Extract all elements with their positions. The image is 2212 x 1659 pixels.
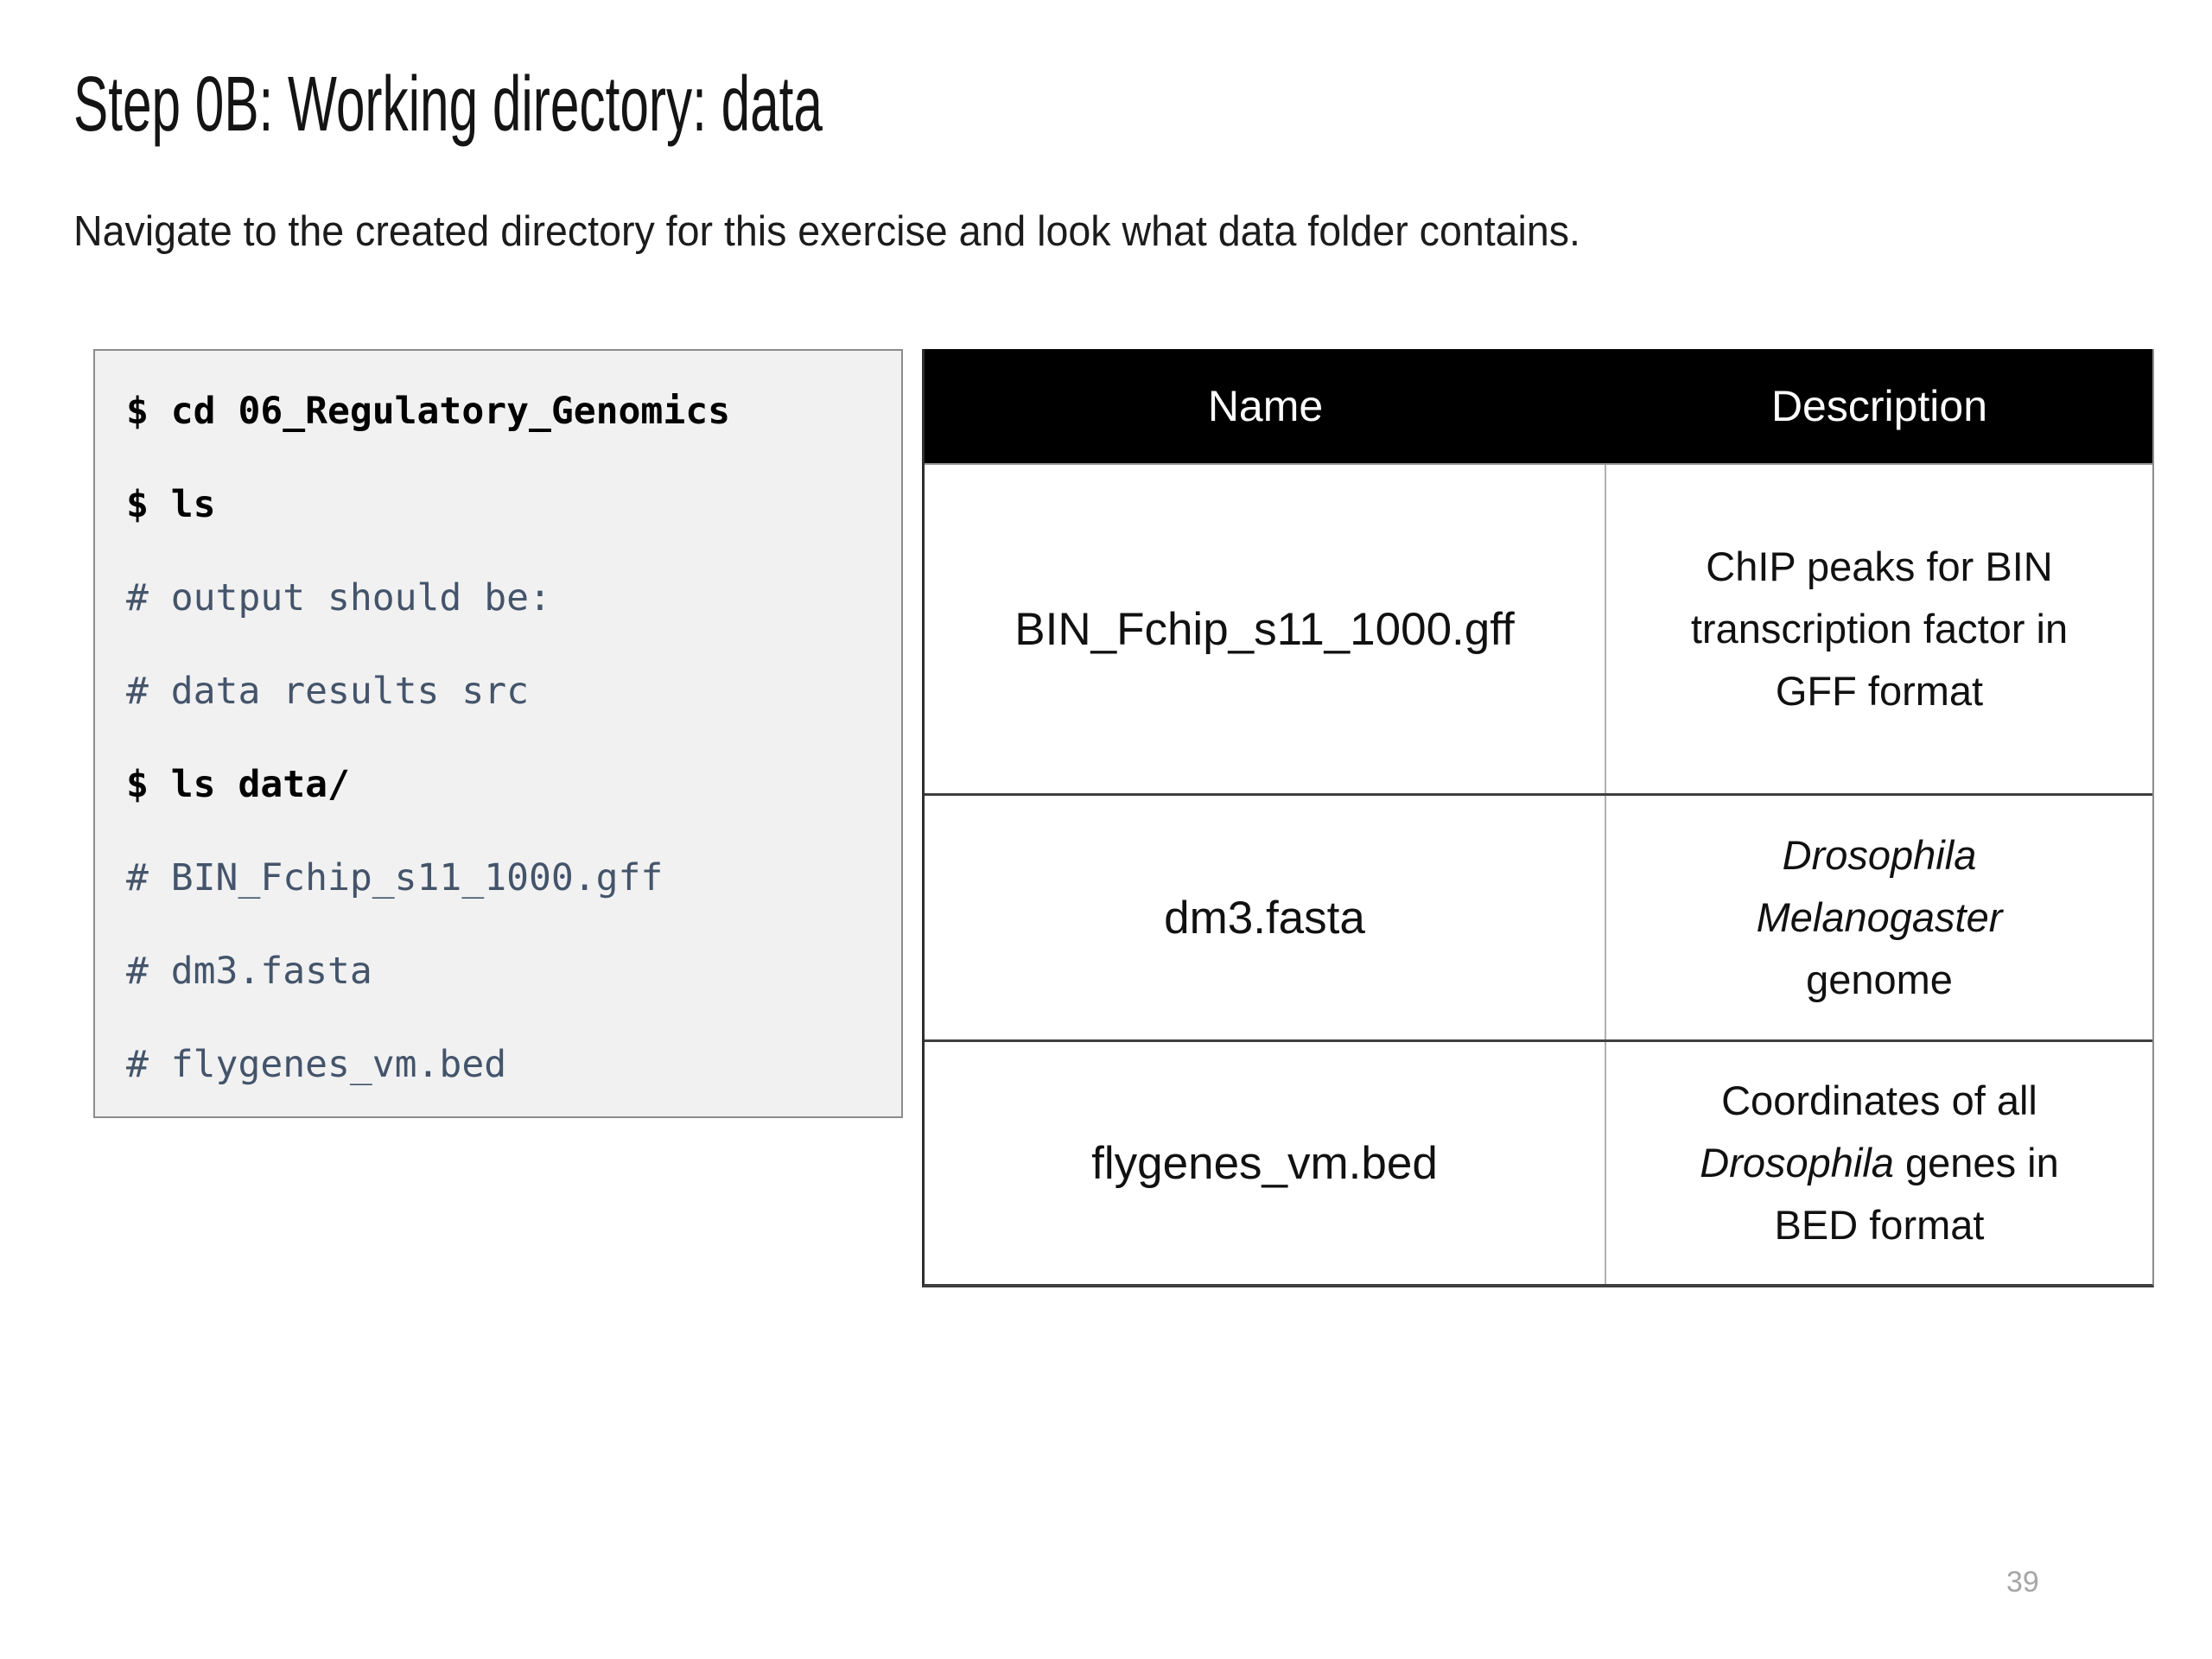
description-text: genes in	[1893, 1140, 2059, 1185]
description-text: transcription factor in	[1690, 606, 2069, 652]
species-name-italic: Drosophila	[1782, 832, 1977, 878]
description-line: Drosophila genes in	[1700, 1132, 2058, 1194]
terminal-line-comment: # flygenes_vm.bed	[126, 1043, 507, 1086]
slide-subtitle: Navigate to the created directory for th…	[73, 208, 1580, 255]
page-number: 39	[2006, 1566, 2039, 1599]
terminal-line-comment: # output should be:	[126, 576, 551, 620]
species-name-italic: Drosophila	[1700, 1140, 1894, 1185]
file-name-cell: BIN_Fchip_s11_1000.gff	[925, 465, 1606, 793]
page-title: Step 0B: Working directory: data	[73, 61, 823, 148]
table-header-name: Name	[1207, 382, 1324, 430]
species-name-italic: Melanogaster	[1756, 894, 2003, 940]
description-line: GFF format	[1776, 660, 1983, 722]
terminal-code-box: $ cd 06_Regulatory_Genomics $ ls # output …	[93, 349, 903, 1118]
description-text: ChIP peaks for BIN	[1706, 543, 2053, 589]
file-name-cell: dm3.fasta	[925, 796, 1606, 1039]
description-line: genome	[1806, 949, 1953, 1011]
description-line: Melanogaster	[1757, 887, 2003, 949]
description-line: Drosophila	[1783, 824, 1977, 887]
terminal-line-command: $ ls data/	[126, 763, 350, 806]
description-text: BED format	[1774, 1202, 1985, 1248]
description-text: Coordinates of all	[1721, 1077, 2037, 1123]
description-line: ChIP peaks for BIN	[1706, 536, 2052, 598]
description-text: GFF format	[1775, 668, 1984, 714]
description-line: transcription factor in	[1691, 598, 2068, 660]
table-header-row: Name Description	[925, 349, 2152, 465]
description-line: BED format	[1775, 1194, 1985, 1256]
description-line: Coordinates of all	[1721, 1070, 2037, 1132]
terminal-line-command: $ ls	[126, 483, 216, 526]
terminal-line-comment: # dm3.fasta	[126, 950, 372, 993]
terminal-line-comment: # BIN_Fchip_s11_1000.gff	[126, 856, 664, 899]
terminal-line-comment: # data results src	[126, 670, 529, 713]
file-description-cell: ChIP peaks for BIN transcription factor i…	[1606, 465, 2152, 793]
terminal-line-command: $ cd 06_Regulatory_Genomics	[126, 390, 730, 433]
file-name-cell: flygenes_vm.bed	[925, 1042, 1606, 1284]
terminal-lines: $ cd 06_Regulatory_Genomics $ ls # output …	[126, 365, 901, 1111]
table-header-description: Description	[1770, 382, 1988, 430]
description-text: genome	[1806, 957, 1953, 1002]
